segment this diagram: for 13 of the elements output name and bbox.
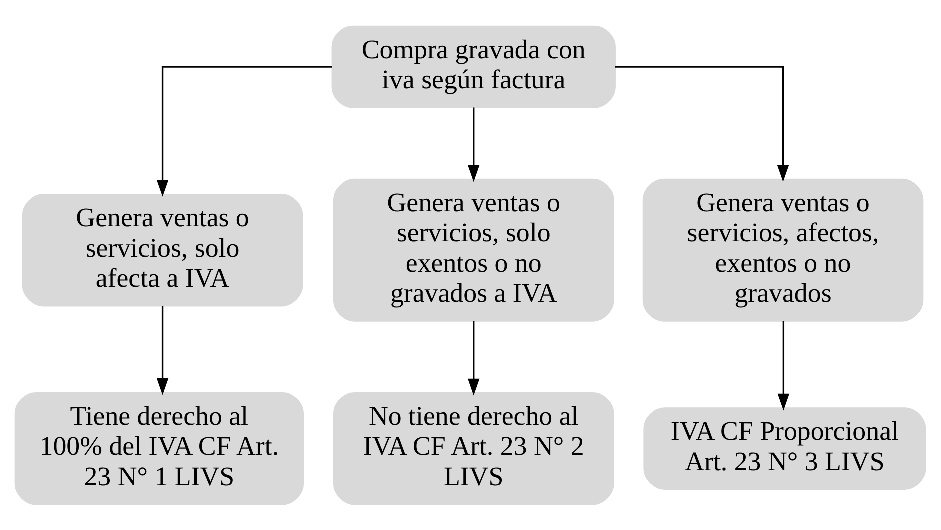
arrow: [778, 320, 790, 410]
node-box: Tiene derecho al 100% del IVA CF Art. 23 N° 1 LIVS: [14, 392, 304, 505]
node-box: Genera ventas o servicios, solo exentos o no gravados a IVA: [333, 178, 614, 322]
arrow: [156, 306, 169, 395]
node-box: Genera ventas o servicios, solo afecta a IVA: [22, 194, 304, 306]
node-box: IVA CF Proporcional Art. 23 N° 3 LIVS: [644, 407, 926, 490]
node-box: Compra gravada con iva según factura: [332, 25, 616, 108]
node-box: No tiene derecho al IVA CF Art. 23 N° 2 LIVS: [333, 392, 614, 505]
arrow: [468, 320, 480, 396]
arrow: [468, 107, 480, 182]
node-box: Genera ventas o servicios, afectos, exentos o no gravados: [642, 178, 924, 322]
arrow: [615, 66, 790, 182]
arrow: [156, 66, 332, 196]
